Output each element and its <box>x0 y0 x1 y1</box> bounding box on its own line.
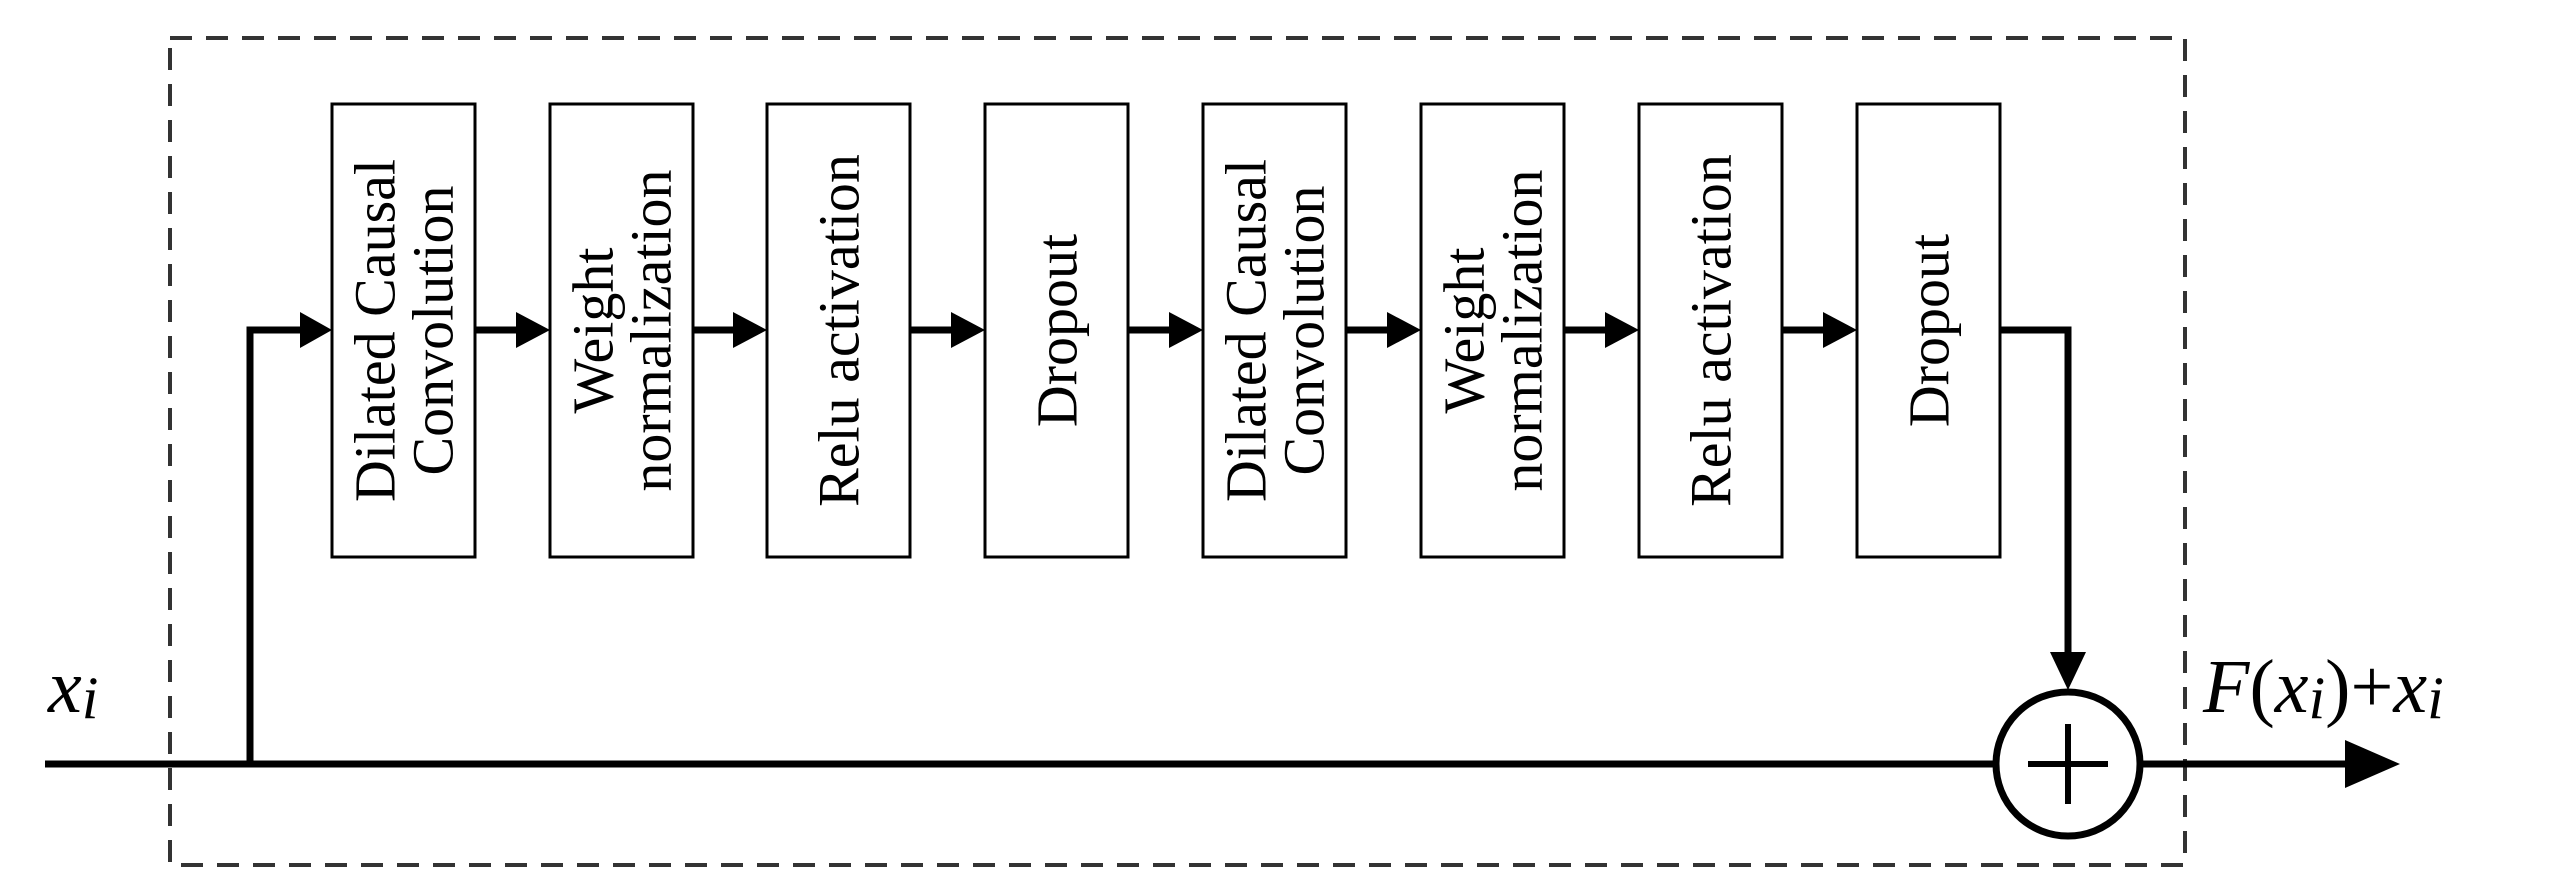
block-label: Relu activation <box>1678 154 1743 507</box>
residual-block-frame <box>168 36 2187 867</box>
block-2: Weightnormalization <box>548 102 695 559</box>
block-label-line: Dilated Causal <box>1213 159 1278 502</box>
output-label: F(xi)+xi <box>2202 645 2444 731</box>
block-label: Relu activation <box>806 154 871 507</box>
block-output-arrowhead <box>2050 652 2086 690</box>
connector-arrowhead <box>951 312 985 348</box>
block-1: Dilated CausalConvolution <box>330 102 477 559</box>
block-box <box>548 102 695 559</box>
input-label: xi <box>47 645 98 731</box>
connector-arrowhead <box>733 312 767 348</box>
block-box <box>765 102 912 559</box>
block-5: Dilated CausalConvolution <box>1201 102 1348 559</box>
connector-arrowhead <box>1823 312 1857 348</box>
connector-arrowhead <box>1605 312 1639 348</box>
block-8: Dropout <box>1855 102 2002 559</box>
block-box <box>330 102 477 559</box>
block-label-line: normalization <box>618 169 683 491</box>
block-box <box>1201 102 1348 559</box>
block-label: Dropout <box>1024 234 1089 427</box>
skip-branch-arrowhead <box>300 312 332 348</box>
block-box <box>1855 102 2002 559</box>
block-label-line: Dilated Causal <box>342 159 407 502</box>
block-label: Dilated CausalConvolution <box>342 159 465 502</box>
block-4: Dropout <box>983 102 1130 559</box>
block-label-line: Weight <box>1431 247 1496 413</box>
block-label-line: Relu activation <box>1678 154 1743 507</box>
block-label: Dropout <box>1896 234 1961 427</box>
block-box <box>1419 102 1566 559</box>
block-label: Weightnormalization <box>560 169 683 491</box>
output-arrowhead <box>2345 740 2400 788</box>
connector-arrowhead <box>516 312 550 348</box>
block-label: Weightnormalization <box>1431 169 1554 491</box>
block-label-line: Dropout <box>1896 234 1961 427</box>
block-label-line: Relu activation <box>806 154 871 507</box>
connectors-layer <box>475 312 1857 348</box>
block-output-line <box>2000 326 2072 660</box>
connector-arrowhead <box>1387 312 1421 348</box>
block-label-line: Weight <box>560 247 625 413</box>
block-box <box>983 102 1130 559</box>
block-label-line: normalization <box>1489 169 1554 491</box>
block-3: Relu activation <box>765 102 912 559</box>
block-7: Relu activation <box>1637 102 1784 559</box>
connector-arrowhead <box>1169 312 1203 348</box>
skip-branch-line <box>246 326 300 764</box>
block-label-line: Dropout <box>1024 234 1089 427</box>
block-6: Weightnormalization <box>1419 102 1566 559</box>
block-label: Dilated CausalConvolution <box>1213 159 1336 502</box>
block-label-line: Convolution <box>1271 185 1336 475</box>
block-label-line: Convolution <box>400 185 465 475</box>
